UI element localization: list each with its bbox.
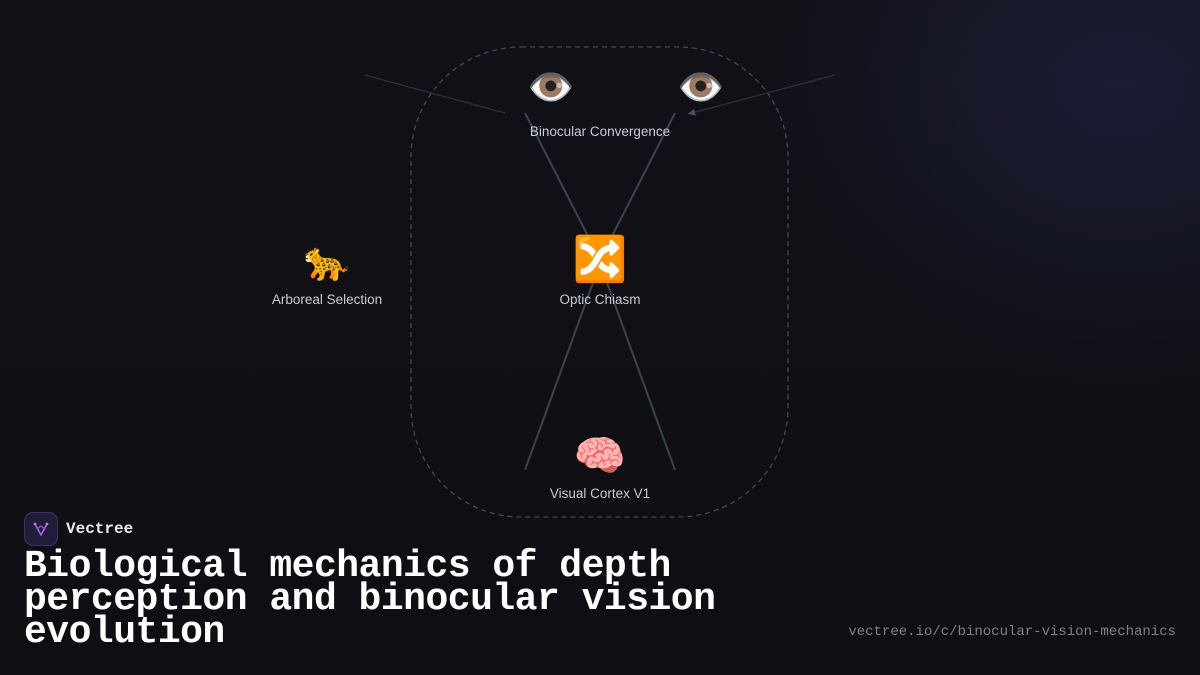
node-visual-cortex[interactable]: 🧠 Visual Cortex V1 (550, 432, 650, 501)
node-label: Visual Cortex V1 (549, 486, 651, 501)
edge-external-right (687, 74, 836, 116)
leopard-icon: 🐆 (303, 241, 351, 283)
node-label: Arboreal Selection (271, 292, 383, 307)
edge-chiasm-to-cortex-left (524, 279, 595, 471)
edge-chiasm-to-cortex-right (605, 279, 676, 471)
shuffle-icon: 🔀 (572, 235, 628, 284)
brand-name: Vectree (66, 520, 134, 538)
vectree-logo-icon (24, 512, 58, 546)
node-arboreal-selection[interactable]: 🐆 Arboreal Selection (272, 238, 382, 307)
node-binocular-convergence[interactable]: Binocular Convergence (530, 118, 670, 139)
edge-right-eye-to-chiasm (609, 112, 676, 241)
right-eye-icon: 👁️ (677, 67, 725, 109)
page-title: Biological mechanics of depth perception… (24, 545, 716, 654)
left-eye-icon: 👁️ (527, 67, 575, 109)
edge-left-eye-to-chiasm (524, 112, 591, 241)
source-url[interactable]: vectree.io/c/binocular-vision-mechanics (848, 624, 1176, 640)
edge-external-left (364, 74, 506, 114)
node-optic-chiasm[interactable]: 🔀 Optic Chiasm (559, 234, 640, 307)
brand[interactable]: Vectree (24, 512, 133, 546)
system-boundary (410, 46, 789, 518)
node-label: Optic Chiasm (559, 292, 641, 307)
node-label: Binocular Convergence (529, 124, 671, 139)
brain-icon: 🧠 (573, 432, 627, 479)
